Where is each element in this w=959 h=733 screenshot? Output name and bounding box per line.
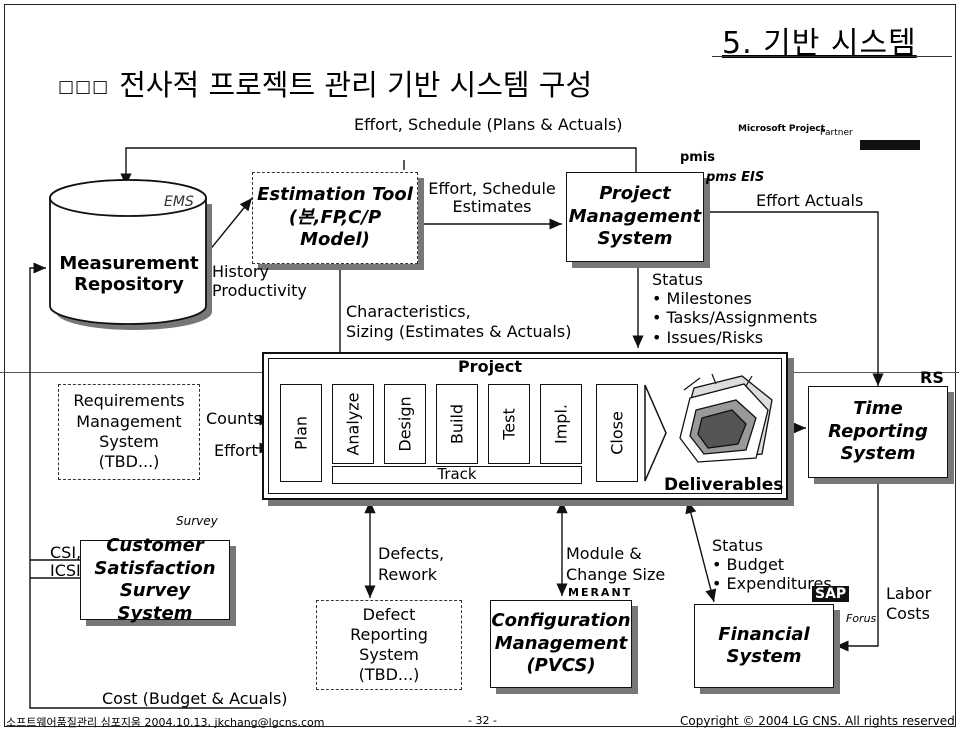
phase-arrow-chevron xyxy=(644,384,667,482)
flow-history-productivity: History Productivity xyxy=(212,262,307,301)
flow-characteristics-sizing: Characteristics, Sizing (Estimates & Act… xyxy=(346,302,572,341)
measurement-repository-cylinder xyxy=(49,179,212,330)
phase-design-label: Design xyxy=(395,396,415,452)
flow-counts: Counts xyxy=(206,409,262,428)
estimation-tool-box: Estimation Tool (본,FP,C/P Model) xyxy=(252,172,418,264)
phase-test-label: Test xyxy=(499,408,519,440)
pms-eis-logo: pms EIS xyxy=(706,170,765,185)
footer-copyright: Copyright © 2004 LG CNS. All rights rese… xyxy=(680,714,955,728)
phase-plan: Plan xyxy=(280,384,322,482)
section-title: 5. 기반 시스템 xyxy=(722,26,917,61)
phase-build-label: Build xyxy=(447,403,467,445)
phase-plan-label: Plan xyxy=(291,415,311,451)
phase-analyze: Analyze xyxy=(332,384,374,464)
main-title-text: 전사적 프로젝트 관리 기반 시스템 구성 xyxy=(119,68,593,102)
flow-labor-costs: Labor Costs xyxy=(886,584,932,623)
partner-logo-bar xyxy=(860,140,920,150)
rs-logo: RS xyxy=(920,368,944,387)
flow-status-list: Status • Milestones • Tasks/Assignments … xyxy=(652,270,818,347)
defect-reporting-system-box: Defect Reporting System (TBD...) xyxy=(316,600,462,690)
phase-test: Test xyxy=(488,384,530,464)
measurement-repository: Measurement Repository xyxy=(59,253,199,295)
phase-build: Build xyxy=(436,384,478,464)
flow-effort-schedule-plans-actuals: Effort, Schedule (Plans & Actuals) xyxy=(354,115,623,134)
deliverables-label: Deliverables xyxy=(664,475,784,495)
flow-effort: Effort xyxy=(214,441,258,460)
flow-csi-icsi: CSI, ICSI xyxy=(50,543,82,581)
project-management-system-box: Project Management System xyxy=(566,172,704,262)
slide-frame xyxy=(4,4,956,727)
configuration-management-label: Configuration Management (PVCS) xyxy=(491,610,631,677)
phase-design: Design xyxy=(384,384,426,464)
merant-logo: MERANT xyxy=(568,586,633,599)
title-underline xyxy=(712,56,952,57)
financial-system-label: Financial System xyxy=(718,623,810,668)
project-inner-frame xyxy=(268,358,782,494)
phase-impl: Impl. xyxy=(540,384,582,464)
defect-reporting-system-label: Defect Reporting System (TBD...) xyxy=(350,605,428,684)
partner-logo: Partner xyxy=(820,128,853,138)
requirements-management-system-label: Requirements Management System (TBD...) xyxy=(73,391,185,472)
forus-logo: Forus xyxy=(846,612,877,625)
flow-cost-budget-actuals: Cost (Budget & Acuals) xyxy=(102,689,288,708)
project-management-system-label: Project Management System xyxy=(568,183,702,250)
project-title: Project xyxy=(457,357,523,376)
track-bar: Track xyxy=(332,466,582,484)
footer-page-number: - 32 - xyxy=(468,714,497,727)
phase-impl-label: Impl. xyxy=(551,404,571,444)
page-title: □□□ 전사적 프로젝트 관리 기반 시스템 구성 xyxy=(58,62,592,104)
phase-close: Close xyxy=(596,384,638,482)
estimation-tool-label: Estimation Tool (본,FP,C/P Model) xyxy=(257,184,413,251)
ems-logo: EMS xyxy=(164,194,194,210)
configuration-management-box: Configuration Management (PVCS) xyxy=(490,600,632,688)
microsoft-project-logo: Microsoft Project xyxy=(738,124,825,134)
flow-defects-rework: Defects, Rework xyxy=(378,544,445,584)
flow-effort-schedule-estimates: Effort, Schedule Estimates xyxy=(428,179,556,217)
pmis-logo: pmis xyxy=(680,150,716,165)
deliverables-stack-icon xyxy=(679,373,773,463)
requirements-management-system-box: Requirements Management System (TBD...) xyxy=(58,384,200,480)
time-reporting-system-box: Time Reporting System xyxy=(808,386,948,478)
survey-logo: Survey xyxy=(176,514,218,528)
customer-satisfaction-survey-system-box: Customer Satisfaction Survey System xyxy=(80,535,230,624)
customer-satisfaction-survey-system-label: Customer Satisfaction Survey System xyxy=(94,535,216,624)
phase-analyze-label: Analyze xyxy=(343,392,363,456)
flow-module-change-size: Module & Change Size xyxy=(566,544,666,584)
flow-status-budget: Status • Budget • Expenditures xyxy=(712,536,832,594)
bullet-boxes: □□□ xyxy=(58,77,110,97)
time-reporting-system-label: Time Reporting System xyxy=(828,398,928,465)
sap-logo: SAP xyxy=(812,586,850,602)
footer-left: 소프트웨어품질관리 심포지움 2004.10.13, jkchang@lgcns… xyxy=(6,716,325,729)
flow-effort-actuals: Effort Actuals xyxy=(756,191,864,210)
financial-system-box: Financial System xyxy=(694,604,834,688)
phase-close-label: Close xyxy=(607,411,627,455)
